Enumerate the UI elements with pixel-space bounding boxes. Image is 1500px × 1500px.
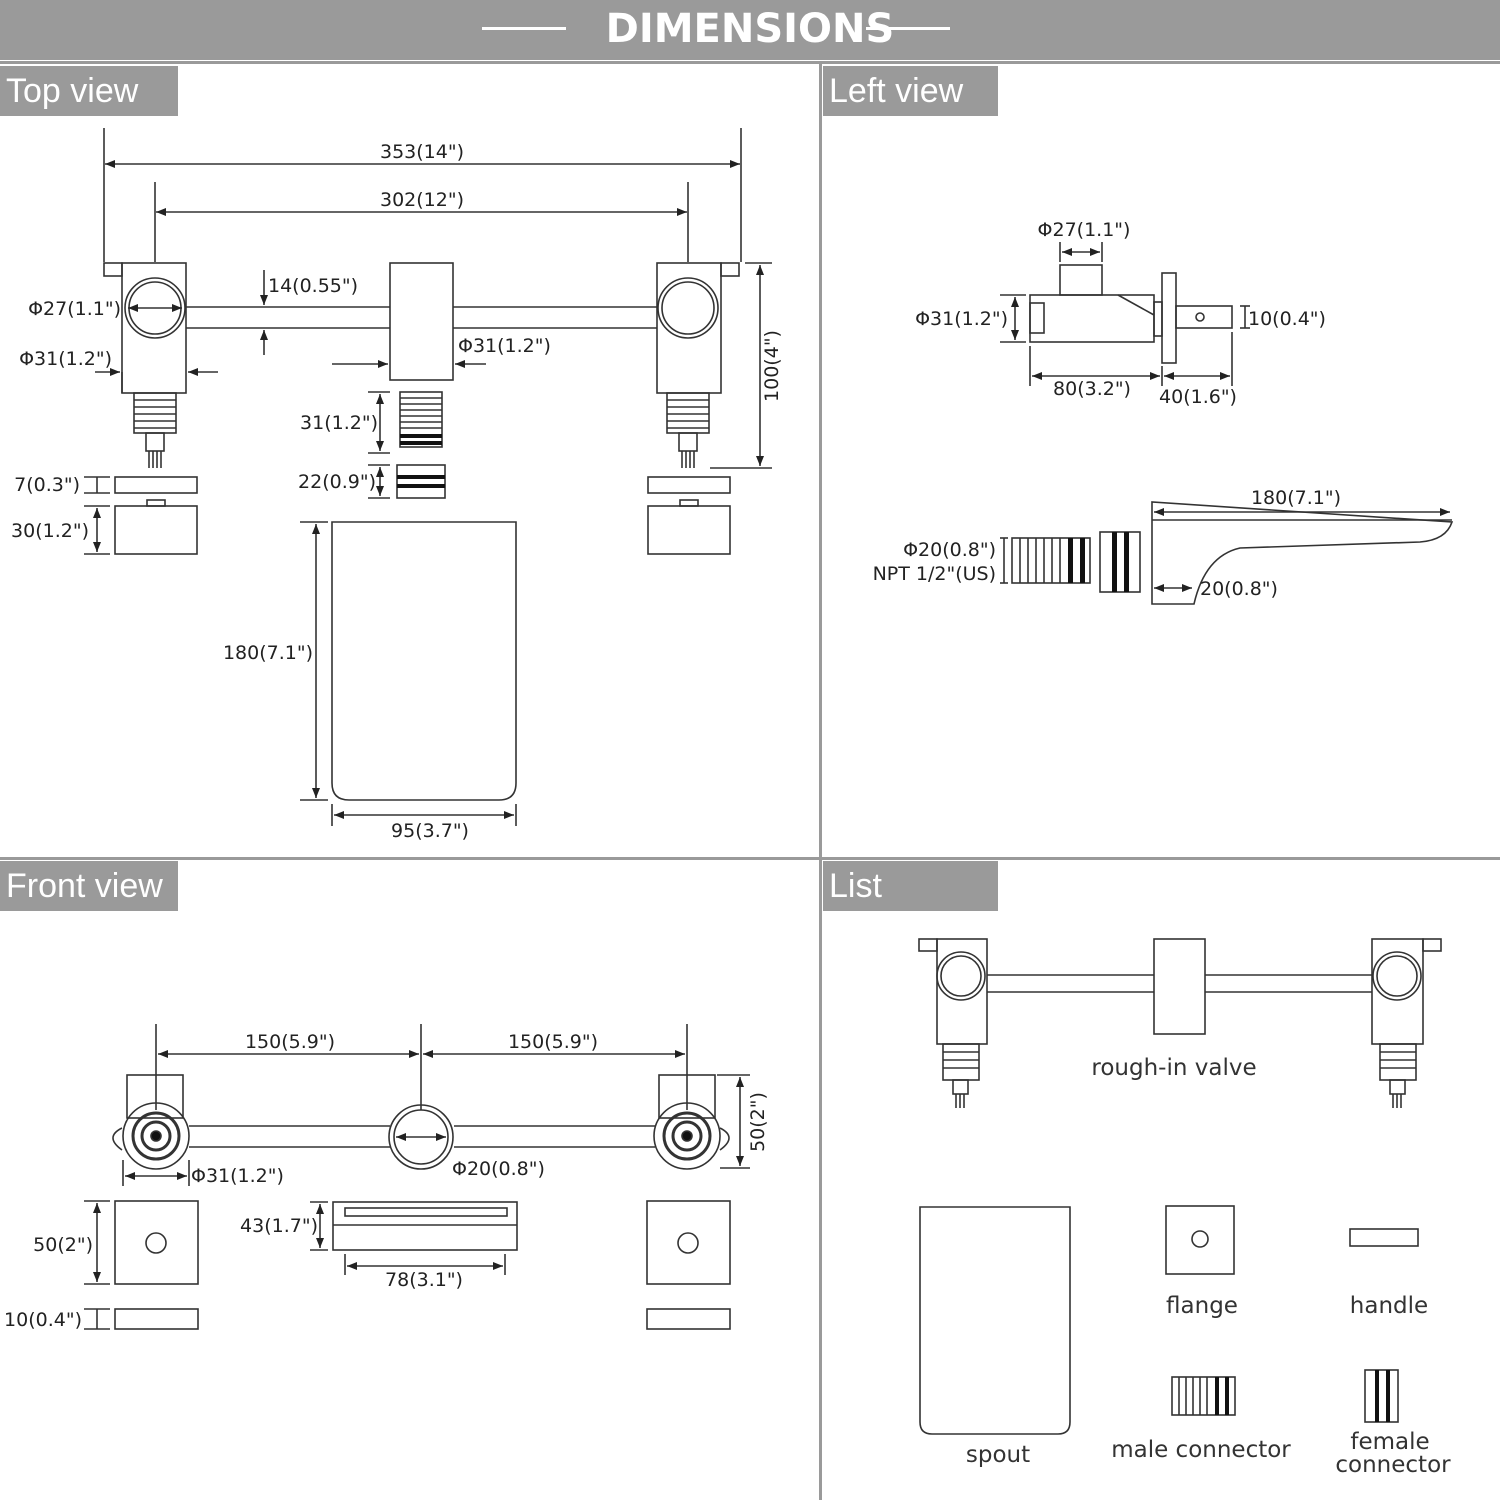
dim-valve-dia: Φ31(1.2") [191, 1165, 284, 1187]
dim-bar-thickness: 14(0.55") [268, 275, 358, 297]
vertical-divider [819, 64, 822, 1500]
dim-spout-width: 95(3.7") [391, 820, 469, 842]
dim-flange-height: 50(2") [33, 1234, 93, 1256]
dim-handle-hole: Φ27(1.1") [28, 298, 121, 320]
label-rough-in-valve: rough-in valve [1091, 1055, 1256, 1081]
dim-front-height: 50(2") [747, 1092, 769, 1152]
dim-depth: 100(4") [761, 330, 783, 402]
dim-body-length: 80(3.2") [1053, 378, 1131, 400]
dim-female-connector: 22(0.9") [298, 471, 376, 493]
dim-spout-length-side: 180(7.1") [1251, 487, 1341, 509]
list-drawing [918, 938, 1442, 1435]
dim-handle-rod: 10(0.4") [1248, 308, 1326, 330]
tab-front-view: Front view [0, 861, 178, 911]
tab-top-view: Top view [0, 66, 178, 116]
banner-line-left [482, 27, 566, 30]
label-spout: spout [966, 1442, 1030, 1468]
dim-left-spacing: 150(5.9") [245, 1031, 335, 1053]
dim-male-connector: 31(1.2") [300, 412, 378, 434]
horizontal-divider-right [822, 857, 1500, 860]
dim-valve-body: Φ31(1.2") [19, 348, 112, 370]
dim-handle-length: 40(1.6") [1159, 386, 1237, 408]
dim-body: Φ31(1.2") [915, 308, 1008, 330]
label-handle: handle [1350, 1293, 1428, 1319]
dim-spout-length: 180(7.1") [223, 642, 313, 664]
dim-thread-dia: Φ20(0.8") [903, 539, 996, 561]
dim-overall-width: 353(14") [380, 141, 464, 163]
left-view-drawing [1000, 242, 1454, 605]
dim-outlet-dia: Φ20(0.8") [452, 1158, 545, 1180]
dim-thread-type: NPT 1/2"(US) [873, 563, 996, 585]
label-female-connector-line1: female [1350, 1429, 1429, 1455]
header-banner [0, 0, 1500, 60]
horizontal-divider-left [0, 857, 819, 860]
dim-right-spacing: 150(5.9") [508, 1031, 598, 1053]
dim-handle-thickness-front: 10(0.4") [4, 1309, 82, 1331]
dim-stem: Φ27(1.1") [1038, 219, 1131, 241]
banner-underline [0, 61, 1500, 64]
tab-left-view: Left view [823, 66, 998, 116]
top-view-drawing [84, 128, 772, 826]
dim-valve-spacing: 302(12") [380, 189, 464, 211]
dim-handle-thickness: 7(0.3") [14, 474, 80, 496]
label-flange: flange [1166, 1293, 1238, 1319]
label-female-connector-line2: connector [1335, 1452, 1451, 1478]
dim-spout-height-front: 43(1.7") [240, 1215, 318, 1237]
banner-line-right [866, 27, 950, 30]
label-male-connector: male connector [1111, 1437, 1291, 1463]
dim-center-body: Φ31(1.2") [458, 335, 551, 357]
front-view-drawing [84, 1024, 750, 1330]
page-title: DIMENSIONS [605, 6, 895, 52]
dim-spout-height: 20(0.8") [1200, 578, 1278, 600]
dim-spout-width-front: 78(3.1") [385, 1269, 463, 1291]
dim-flange-depth: 30(1.2") [11, 520, 89, 542]
tab-list: List [823, 861, 998, 911]
